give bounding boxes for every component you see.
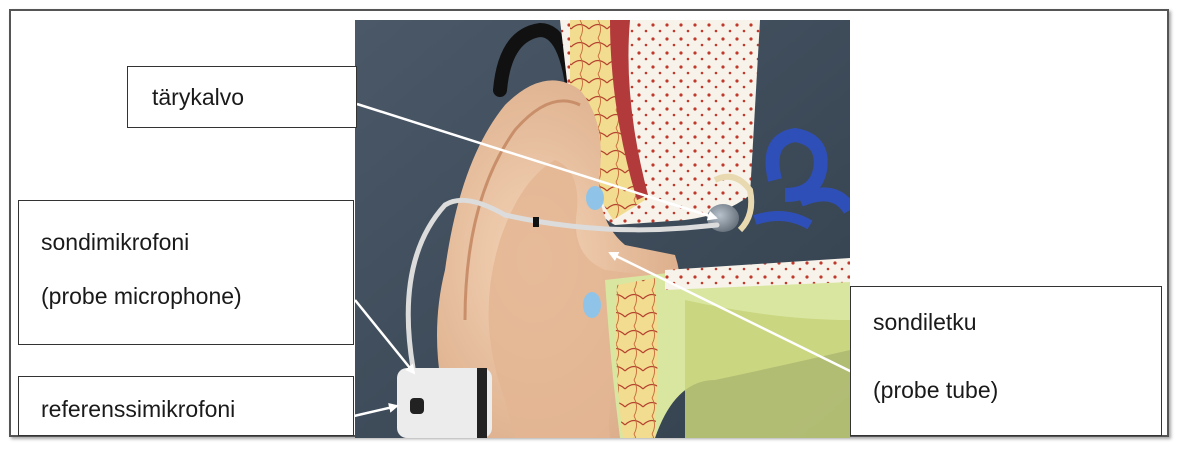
- probe-tube-marker: [533, 217, 539, 227]
- label-probe-tube-fi: sondiletku: [873, 309, 977, 336]
- label-probe-microphone-fi: sondimikrofoni: [41, 229, 189, 256]
- canal-lower-veins: [616, 278, 658, 438]
- label-eardrum: tärykalvo: [127, 66, 357, 128]
- label-probe-microphone: sondimikrofoni (probe microphone): [18, 200, 354, 345]
- label-eardrum-text: tärykalvo: [152, 84, 244, 111]
- label-probe-tube-en: (probe tube): [873, 377, 998, 404]
- label-probe-tube: sondiletku (probe tube): [850, 286, 1162, 436]
- canal-green: [685, 300, 850, 438]
- label-reference-microphone-text: referenssimikrofoni: [41, 396, 235, 423]
- microphone-port: [410, 398, 424, 414]
- mount-post: [477, 368, 487, 438]
- ear-model-photo: [355, 20, 850, 438]
- label-probe-microphone-en: (probe microphone): [41, 283, 242, 310]
- blue-blob-upper: [586, 186, 604, 210]
- blue-blob-lower: [583, 292, 601, 318]
- label-reference-microphone: referenssimikrofoni: [18, 376, 354, 436]
